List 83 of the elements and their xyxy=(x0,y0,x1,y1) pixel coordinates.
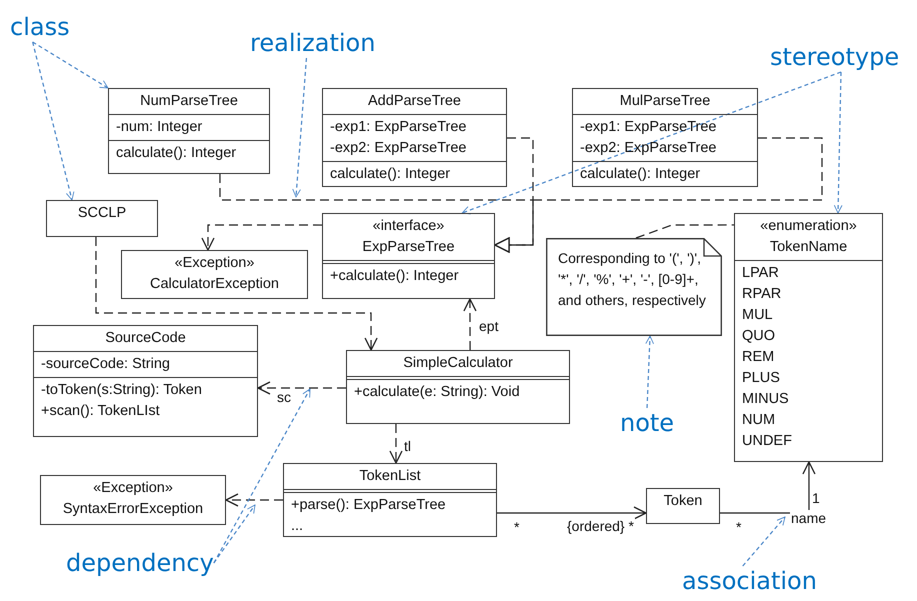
annotation-label: realization xyxy=(250,28,376,58)
attribute-text: -num: Integer xyxy=(116,118,204,137)
enum-literal: LPAR xyxy=(742,264,780,283)
stereotype-label: «interface» xyxy=(372,217,446,236)
note-text: Corresponding to '(', ')', '*', '/', '%', '+', '-', [0-9]+, and others, respectively xyxy=(558,249,707,310)
enum-literal: QUO xyxy=(742,327,776,346)
enum-literal: PLUS xyxy=(742,369,781,388)
stereotype-label: «enumeration» xyxy=(759,217,858,236)
stereotype-label: «Exception» xyxy=(92,479,174,498)
attribute-text: -exp2: ExpParseTree xyxy=(580,139,718,158)
leader-line xyxy=(462,71,842,214)
class-name: SimpleCalculator xyxy=(402,354,514,373)
leader-line xyxy=(32,41,108,89)
multiplicity-label: * xyxy=(735,519,742,535)
class-name: SyntaxErrorException xyxy=(62,500,204,519)
operation-text: calculate(): Integer xyxy=(330,165,452,184)
multiplicity-label: * xyxy=(513,519,520,535)
class-name: CalculatorException xyxy=(149,275,280,294)
operation-text: calculate(): Integer xyxy=(580,165,702,184)
class-name: SourceCode xyxy=(104,329,187,348)
dependency-arrow xyxy=(95,237,378,351)
class-box xyxy=(283,463,497,537)
leader-line xyxy=(742,516,786,566)
class-name: TokenList xyxy=(358,467,422,486)
dependency-arrow xyxy=(389,424,403,464)
attribute-text: -exp1: ExpParseTree xyxy=(330,118,468,137)
operation-text: +calculate(): Integer xyxy=(330,267,460,286)
dependency-arrow xyxy=(201,224,322,251)
operation-text: ... xyxy=(291,517,304,536)
class-name: SCCLP xyxy=(76,204,128,223)
annotation-label: association xyxy=(682,566,817,596)
class-box xyxy=(572,88,758,187)
stereotype-label: «Exception» xyxy=(174,254,256,273)
enum-literal: REM xyxy=(742,348,776,367)
edge-label: name xyxy=(790,510,828,526)
annotation-label: stereotype xyxy=(770,42,900,72)
leader-line xyxy=(213,504,256,564)
annotation-label: note xyxy=(620,408,674,438)
class-box xyxy=(646,488,720,524)
class-name: MulParseTree xyxy=(618,92,712,111)
annotation-label: dependency xyxy=(66,548,214,578)
class-name: TokenName xyxy=(768,238,848,257)
leader-line xyxy=(834,72,842,214)
dependency-arrow xyxy=(494,137,823,253)
class-name: Token xyxy=(662,492,704,511)
operation-text: +scan(): TokenLIst xyxy=(41,402,161,421)
class-box xyxy=(322,213,495,299)
attribute-text: -sourceCode: String xyxy=(41,355,171,374)
class-box xyxy=(734,213,883,462)
class-name: AddParseTree xyxy=(367,92,462,111)
class-box xyxy=(346,350,570,424)
class-name: ExpParseTree xyxy=(361,238,456,257)
leader-line xyxy=(645,336,654,408)
enum-literal: UNDEF xyxy=(742,432,793,451)
operation-text: +calculate(e: String): Void xyxy=(354,383,521,402)
enum-literal: NUM xyxy=(742,411,776,430)
multiplicity-label: 1 xyxy=(811,490,821,506)
operation-text: +parse(): ExpParseTree xyxy=(291,496,447,515)
class-box xyxy=(121,250,308,299)
edge-label: tl xyxy=(403,438,412,454)
enum-literal: MINUS xyxy=(742,390,790,409)
enum-literal: MUL xyxy=(742,306,774,325)
class-box xyxy=(108,88,270,174)
enum-literal: RPAR xyxy=(742,285,782,304)
operation-text: calculate(): Integer xyxy=(116,144,238,163)
operation-text: -toToken(s:String): Token xyxy=(41,381,203,400)
class-box xyxy=(40,475,226,525)
dependency-arrow xyxy=(225,493,283,507)
class-box xyxy=(46,200,158,237)
annotation-label: class xyxy=(10,12,70,42)
note-box xyxy=(546,238,722,336)
leader-line xyxy=(213,388,311,564)
association-arrow xyxy=(497,506,647,520)
leader-line xyxy=(32,42,74,200)
class-name: NumParseTree xyxy=(139,92,239,111)
leader-line xyxy=(292,58,308,198)
attribute-text: -exp1: ExpParseTree xyxy=(580,118,718,137)
class-box xyxy=(322,88,507,187)
dependency-arrow xyxy=(463,298,477,350)
dependency-arrow xyxy=(257,381,346,395)
class-box xyxy=(33,325,258,437)
attribute-text: -exp2: ExpParseTree xyxy=(330,139,468,158)
edge-label: {ordered} * xyxy=(566,518,635,534)
